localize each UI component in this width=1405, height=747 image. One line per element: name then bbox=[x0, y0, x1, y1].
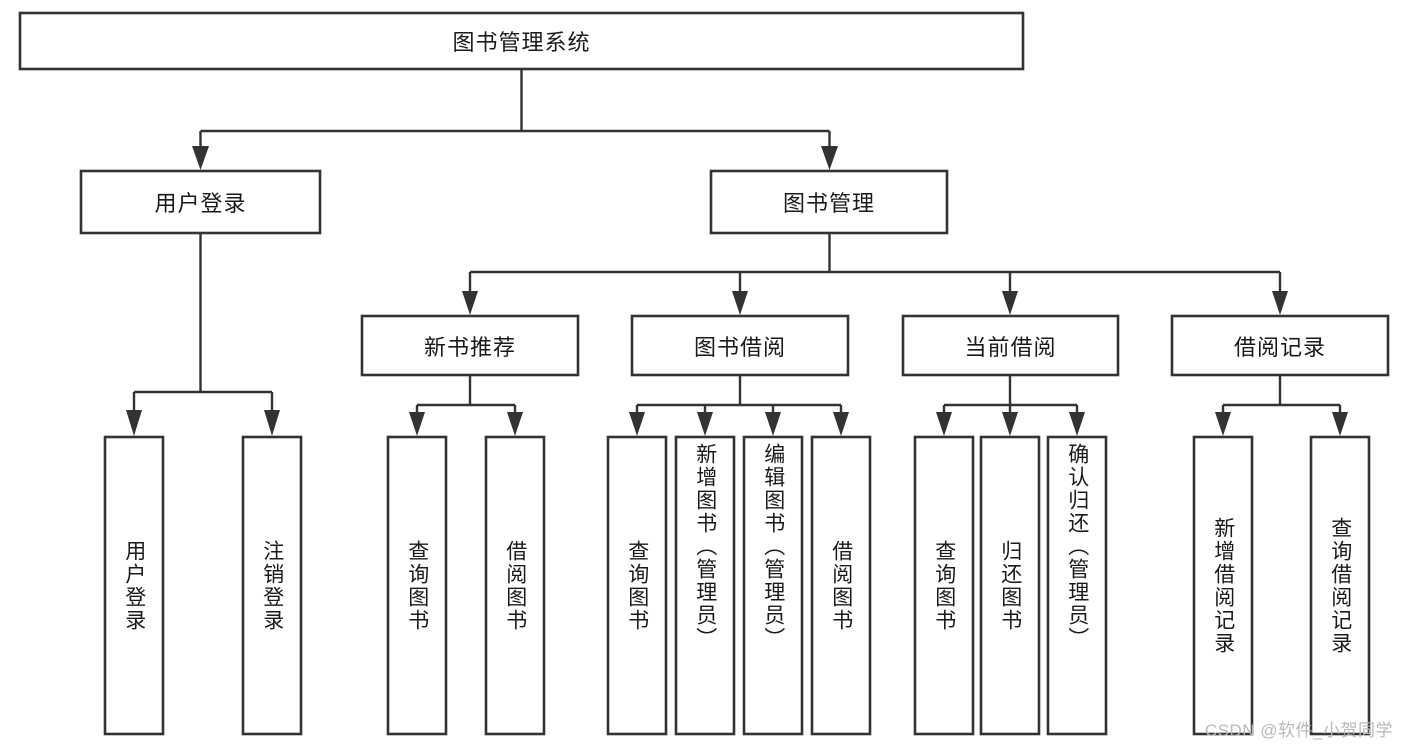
arrowhead-borrow-book-1 bbox=[507, 412, 523, 436]
node-confirm-return-admin[interactable] bbox=[1046, 435, 1108, 736]
node-user-login-do[interactable] bbox=[103, 435, 165, 736]
arrowhead-return-book bbox=[1002, 412, 1018, 436]
arrowhead-user-logout bbox=[264, 410, 280, 436]
node-add-borrow-record[interactable] bbox=[1192, 435, 1254, 736]
arrowhead-borrow-records bbox=[1272, 291, 1288, 315]
arrowhead-add-borrow-record bbox=[1215, 412, 1231, 436]
node-user-login[interactable] bbox=[79, 169, 322, 235]
arrowhead-book-management bbox=[821, 146, 838, 170]
arrowhead-user-login bbox=[192, 146, 209, 170]
arrowhead-borrow-book-2 bbox=[833, 412, 849, 436]
node-query-borrow-record[interactable] bbox=[1309, 435, 1371, 736]
arrowhead-book-borrow bbox=[732, 291, 748, 315]
node-user-logout[interactable] bbox=[241, 435, 303, 736]
arrowhead-query-borrow-record bbox=[1332, 412, 1348, 436]
node-query-book-1[interactable] bbox=[386, 435, 448, 736]
node-root[interactable] bbox=[18, 11, 1025, 71]
node-current-borrow[interactable] bbox=[901, 314, 1120, 377]
arrowhead-add-book-admin bbox=[697, 412, 713, 436]
arrowhead-query-book-3 bbox=[936, 412, 952, 436]
arrowhead-current-borrow bbox=[1002, 291, 1018, 315]
node-borrow-records[interactable] bbox=[1170, 314, 1390, 377]
arrowhead-new-book-recommend bbox=[462, 291, 478, 315]
node-query-book-2[interactable] bbox=[606, 435, 668, 736]
arrowhead-user-login-do bbox=[126, 410, 142, 436]
node-return-book[interactable] bbox=[979, 435, 1041, 736]
arrowhead-query-book-2 bbox=[629, 412, 645, 436]
node-new-book-recommend[interactable] bbox=[360, 314, 580, 377]
node-edit-book-admin[interactable] bbox=[742, 435, 804, 736]
node-borrow-book-2[interactable] bbox=[810, 435, 872, 736]
box-layer bbox=[18, 11, 1390, 736]
arrowhead-edit-book-admin bbox=[765, 412, 781, 436]
connector-layer bbox=[126, 69, 1348, 436]
arrowhead-confirm-return-admin bbox=[1069, 412, 1085, 436]
node-book-borrow[interactable] bbox=[630, 314, 850, 377]
node-add-book-admin[interactable] bbox=[674, 435, 736, 736]
node-borrow-book-1[interactable] bbox=[484, 435, 546, 736]
node-book-management[interactable] bbox=[709, 169, 949, 235]
node-query-book-3[interactable] bbox=[913, 435, 975, 736]
arrowhead-query-book-1 bbox=[409, 412, 425, 436]
